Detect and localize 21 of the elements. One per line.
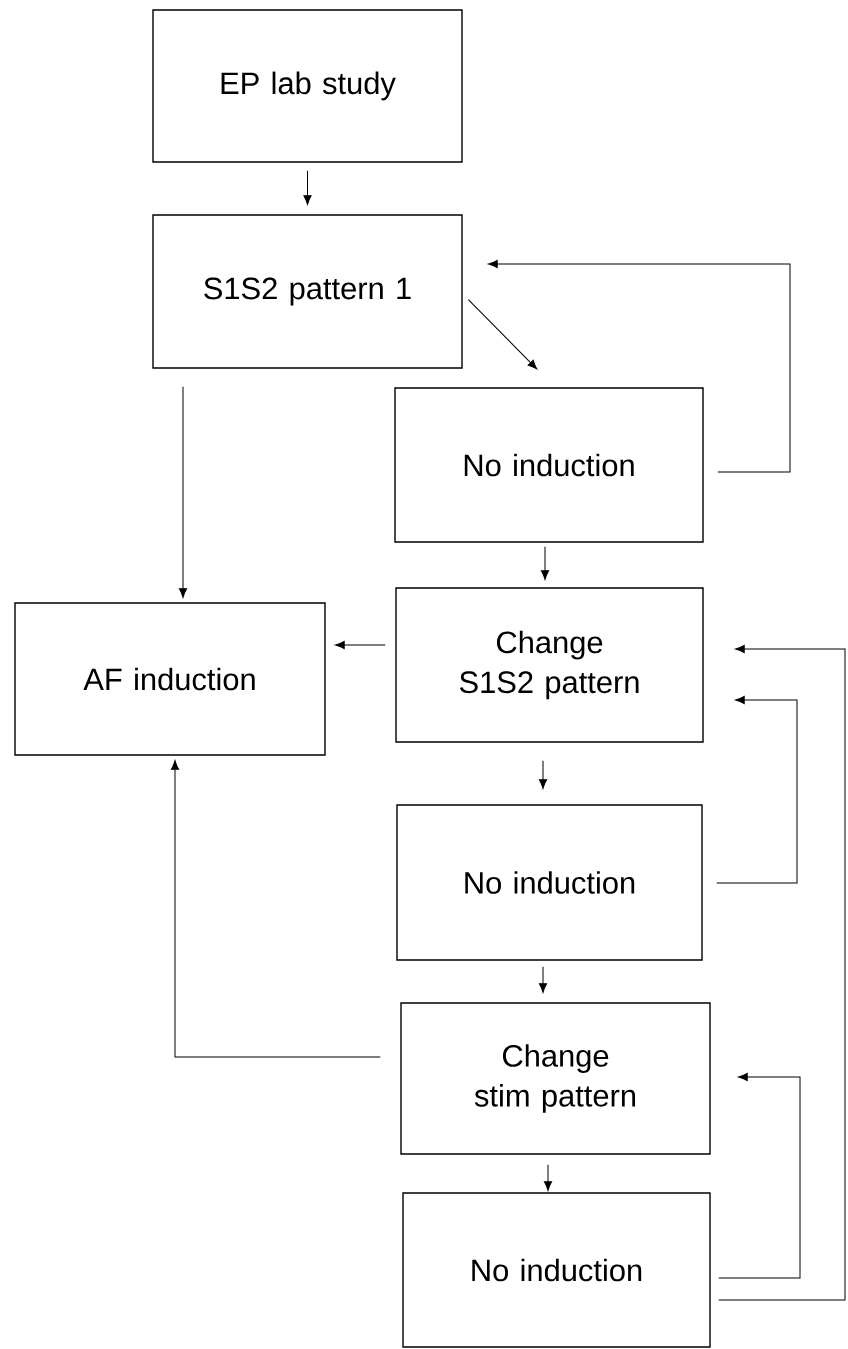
process-box: AF induction	[14, 602, 326, 756]
process-box: No induction	[402, 1192, 711, 1348]
arrow	[716, 695, 798, 884]
arrow	[335, 640, 386, 650]
arrow	[467, 299, 538, 370]
arrow	[538, 760, 548, 789]
arrow	[303, 170, 312, 205]
process-box: EP lab study	[152, 9, 463, 163]
process-box: No induction	[394, 387, 704, 543]
process-box: No induction	[396, 804, 703, 961]
arrow	[170, 760, 381, 1058]
arrow	[543, 1164, 553, 1191]
process-box: S1S2 pattern 1	[152, 214, 463, 369]
process-box: Change S1S2 pattern	[395, 587, 704, 743]
arrow	[178, 386, 188, 598]
arrow	[488, 259, 791, 473]
arrow	[540, 546, 550, 580]
arrow	[718, 644, 846, 1301]
process-box: Change stim pattern	[400, 1002, 711, 1155]
arrow	[538, 966, 548, 993]
arrow	[718, 1072, 801, 1279]
